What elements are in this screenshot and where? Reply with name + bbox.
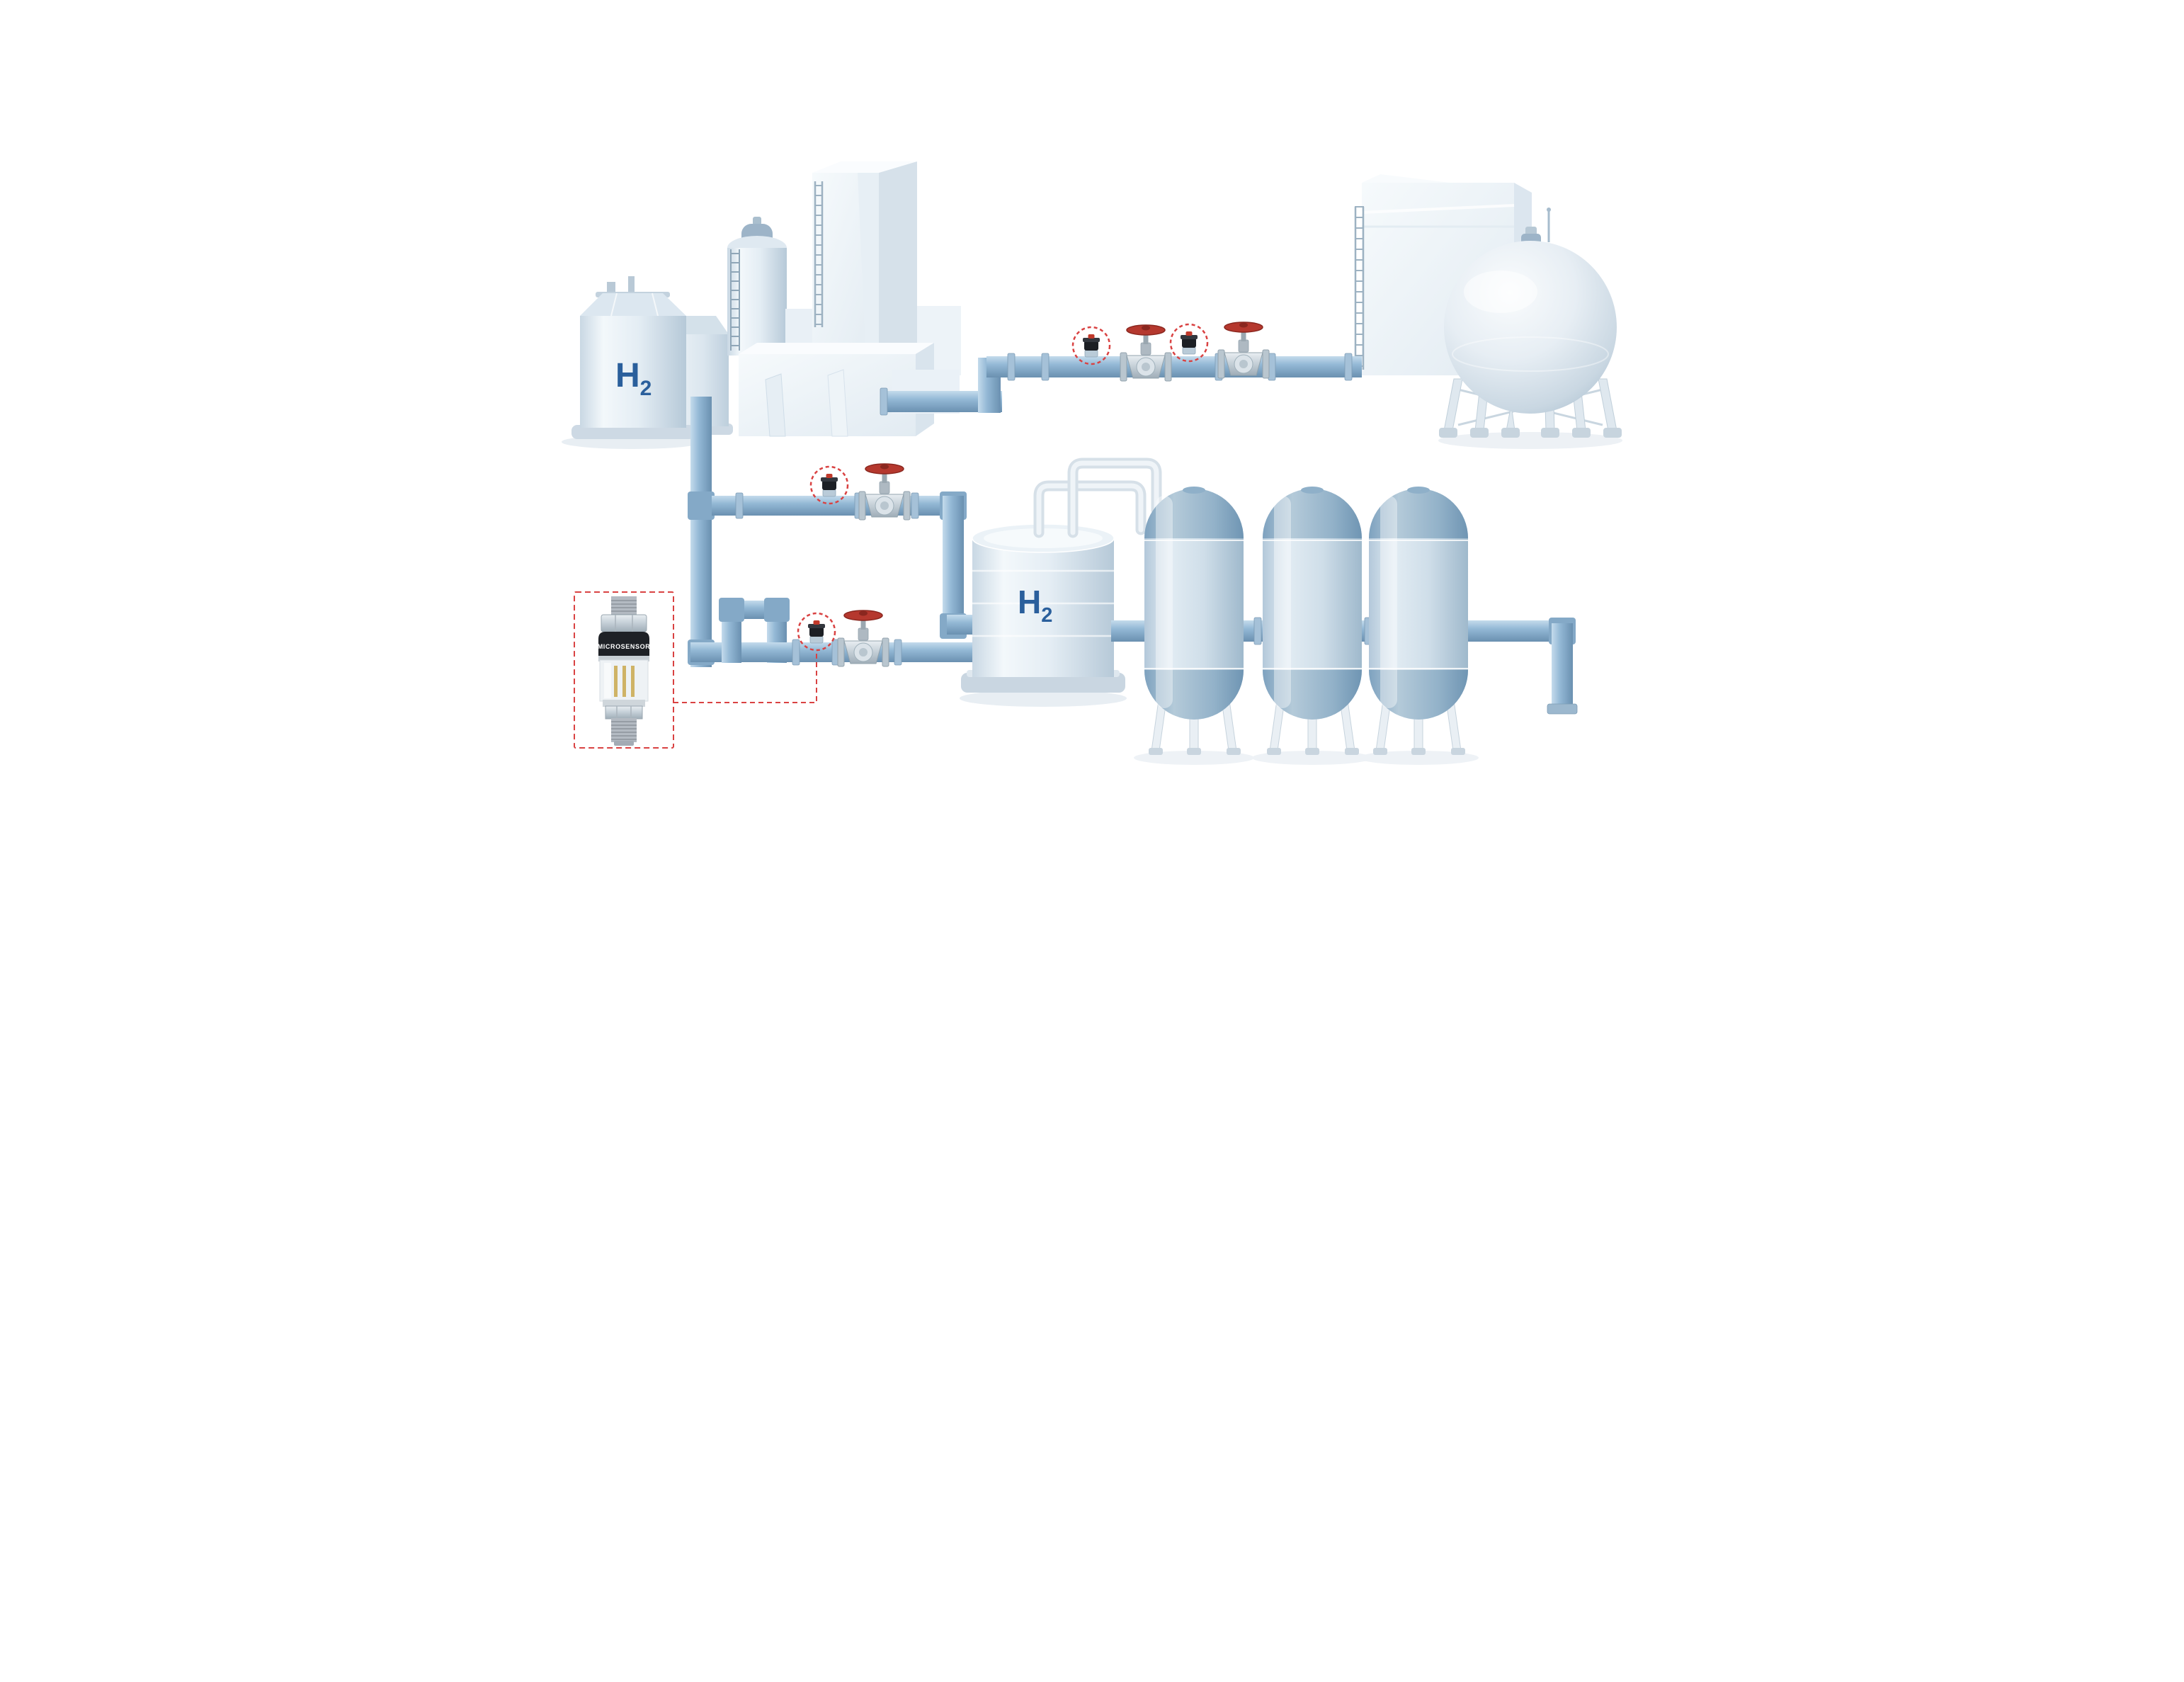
- pipe-flange: [735, 492, 744, 519]
- pipe-flange: [880, 387, 888, 416]
- h2-label-center: H2: [1018, 584, 1052, 627]
- separator-vessel-2: [1252, 487, 1372, 765]
- transmitter-pin: [631, 666, 635, 697]
- microsensor-pressure-transmitter: MICROSENSOR: [598, 596, 651, 746]
- mid-pipeline: [688, 397, 989, 667]
- transmitter-lower-hex: [605, 705, 643, 720]
- pipe-flange: [1007, 353, 1016, 381]
- transmitter-black-cap: [598, 632, 649, 657]
- spherical-gas-tank: [1438, 208, 1622, 449]
- lower-pipeline: [688, 598, 975, 667]
- transmitter-pin: [614, 666, 618, 697]
- sensor-highlight-circle: [797, 612, 836, 652]
- pipe-riser: [943, 496, 964, 630]
- transmitter-hex-nut: [601, 614, 647, 632]
- pipe-elbow: [764, 598, 790, 622]
- sensor-highlight-circle: [1071, 326, 1111, 365]
- upper-pipeline: [880, 322, 1362, 416]
- pressure-sensor: [807, 620, 826, 644]
- silo-tank: [727, 217, 787, 356]
- separator-vessel-1: [1134, 487, 1254, 765]
- sensor-highlight-circle: [1169, 323, 1209, 363]
- process-building: [739, 343, 960, 437]
- pressure-sensor: [1082, 334, 1100, 358]
- microsensor-brand-label: MICROSENSOR: [598, 643, 651, 650]
- pipe-flange: [1041, 353, 1050, 381]
- pipe-riser: [690, 397, 712, 667]
- pipe-elbow: [719, 598, 744, 622]
- h2-storage-tank-left: H2: [562, 276, 703, 449]
- h2-label-left: H2: [615, 357, 652, 400]
- pipe-flange: [894, 639, 902, 666]
- transmitter-pin: [622, 666, 626, 697]
- pipe-flange: [792, 639, 800, 666]
- h2-buffer-tank: H2: [960, 523, 1127, 707]
- pipe-flange: [1344, 353, 1353, 381]
- tower-ladder-rungs: [814, 185, 822, 325]
- pipe-riser: [1552, 623, 1573, 707]
- process-tower: [812, 161, 917, 365]
- transmitter-top-thread: [611, 596, 637, 616]
- silo-ladder-rungs: [731, 253, 739, 346]
- pipe-flange: [1547, 703, 1578, 715]
- pressure-sensor: [820, 473, 838, 497]
- pressure-sensor: [1180, 331, 1198, 355]
- building-ladder-rungs: [1355, 206, 1364, 367]
- hydrogen-plant-illustration: H2: [562, 161, 1622, 765]
- sensor-product-callout: MICROSENSOR: [574, 591, 817, 749]
- overhead-pipes: [1033, 458, 1162, 538]
- sensor-highlight-circle: [809, 465, 849, 505]
- pipe-flange: [911, 492, 919, 519]
- pipe-segment: [712, 496, 955, 516]
- illustration-canvas: H2: [546, 0, 1638, 841]
- pipe-elbow: [688, 491, 715, 520]
- pipe-flange: [1253, 617, 1262, 645]
- separator-vessel-3: [1358, 487, 1479, 765]
